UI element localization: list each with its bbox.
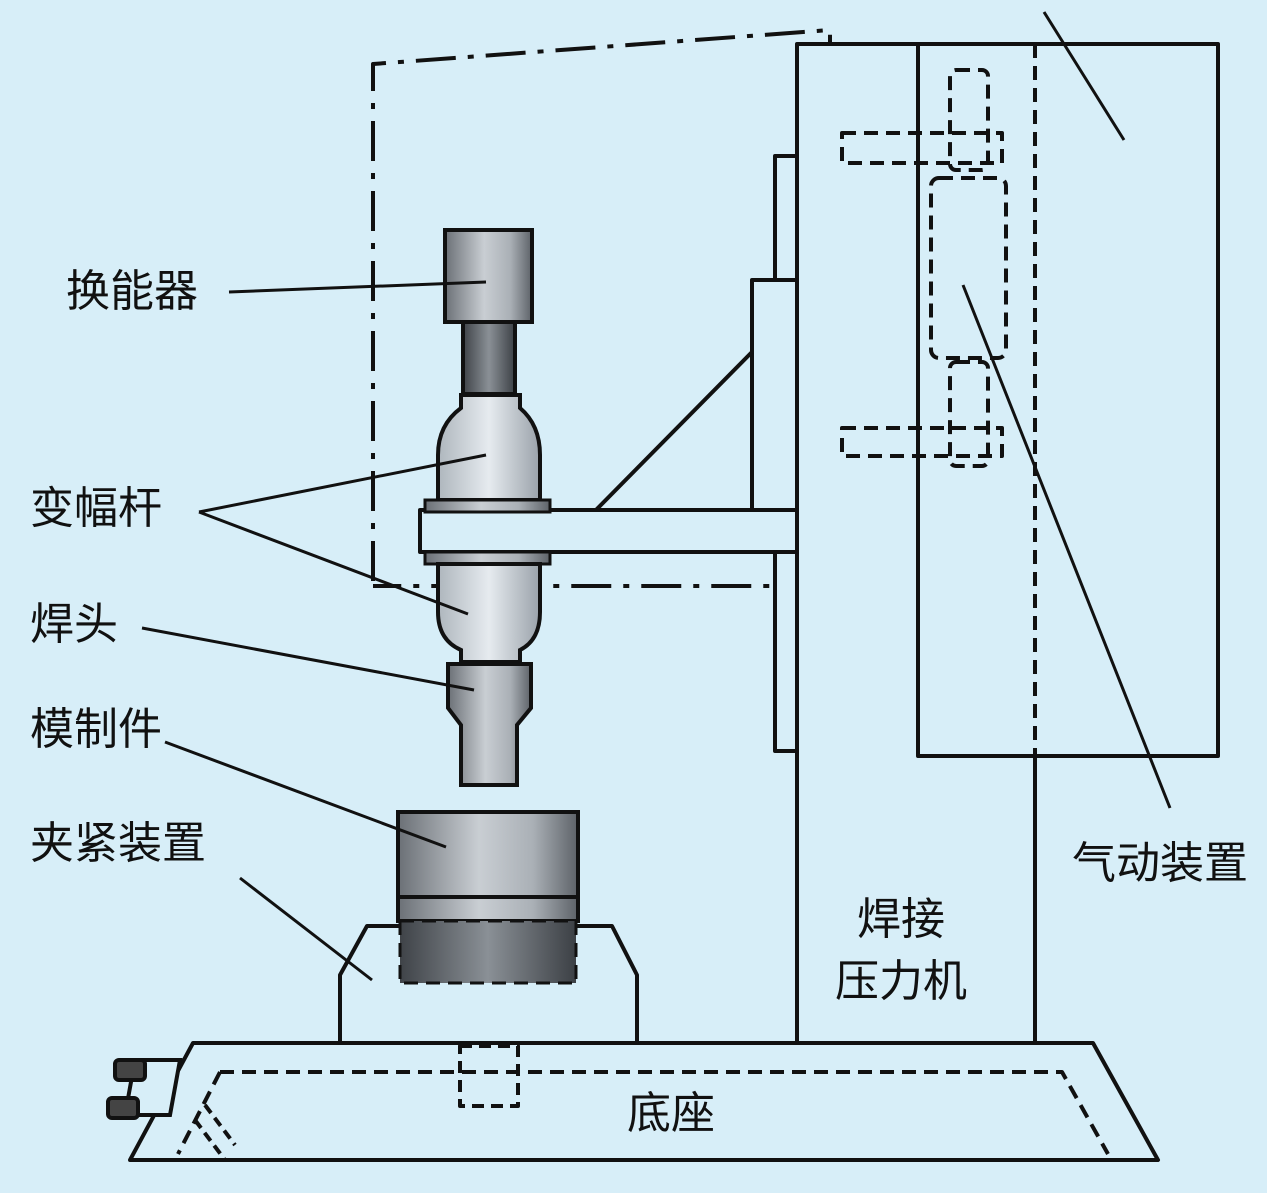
label-press-line1: 焊接 <box>857 894 945 945</box>
label-pneumatic: 气动装置 <box>1072 838 1248 889</box>
label-die: 模制件 <box>30 704 162 755</box>
booster <box>436 393 542 502</box>
label-transducer: 换能器 <box>66 266 198 317</box>
horizontal-arm <box>418 508 799 554</box>
pneumatic-housing <box>916 42 1220 758</box>
label-press-line2: 压力机 <box>835 956 967 1007</box>
base-handle <box>106 1058 183 1120</box>
upper-housing-outline <box>371 28 832 588</box>
label-horn: 焊头 <box>30 599 118 650</box>
label-base: 底座 <box>627 1088 715 1139</box>
transducer <box>443 228 534 324</box>
horn <box>446 662 533 787</box>
die <box>396 810 580 899</box>
label-clamp: 夹紧装置 <box>30 818 206 869</box>
label-booster: 变幅杆 <box>30 483 162 534</box>
leader-lines <box>141 11 1172 982</box>
